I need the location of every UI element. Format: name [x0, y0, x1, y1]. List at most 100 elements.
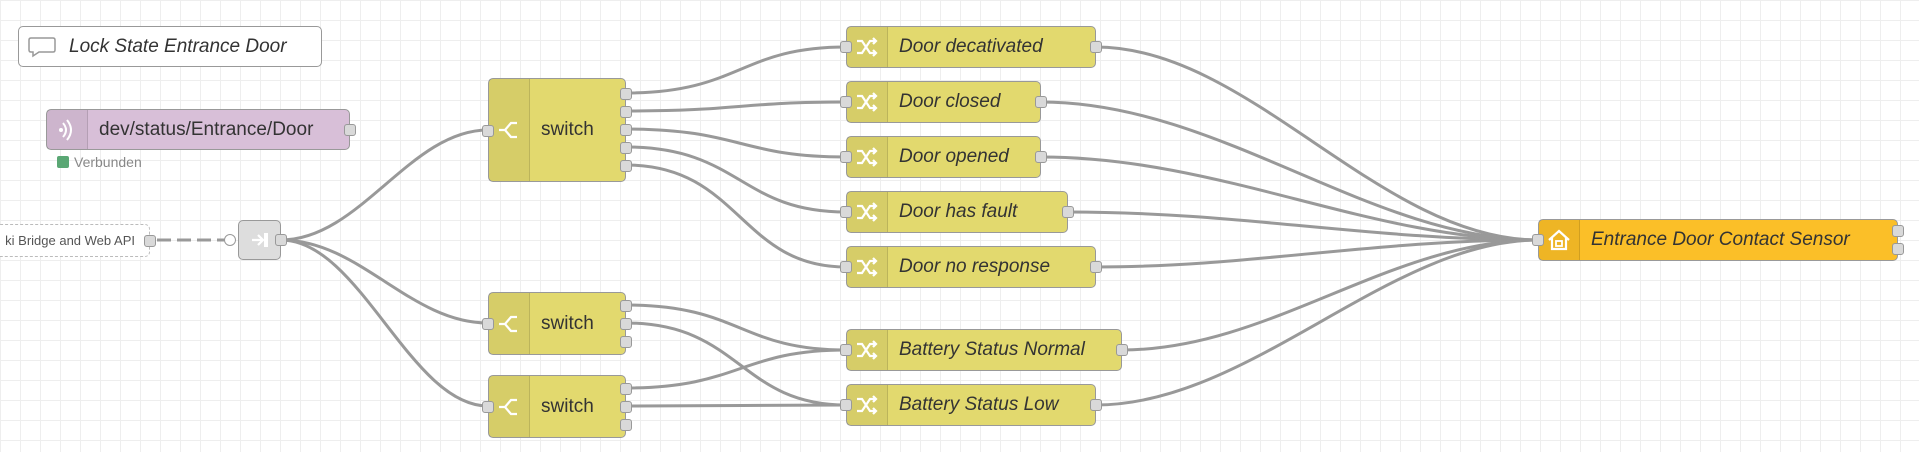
link-out-output-port[interactable] — [275, 234, 287, 246]
switch-label: switch — [541, 395, 594, 417]
change-node-battery-normal[interactable]: Battery Status Normal — [840, 329, 1128, 371]
wire-opened-homekit[interactable] — [1040, 155, 1539, 242]
wire-no-response-homekit[interactable] — [1095, 238, 1539, 269]
switch-input-port[interactable] — [482, 318, 494, 330]
change-input-port[interactable] — [840, 261, 852, 273]
switch-output-port-3[interactable] — [620, 124, 632, 136]
shuffle-icon — [847, 137, 888, 177]
link-in-node[interactable]: ki Bridge and Web API — [0, 224, 156, 257]
shuffle-icon — [847, 385, 888, 425]
switch-label: switch — [541, 312, 594, 334]
comment-node[interactable]: Lock State Entrance Door — [18, 26, 322, 67]
wire-link-to-switch-2[interactable] — [280, 238, 489, 325]
link-in-label: ki Bridge and Web API — [5, 233, 135, 248]
homekit-output-port-1[interactable] — [1892, 225, 1904, 237]
mqtt-status: Verbunden — [57, 154, 142, 170]
switch-icon — [489, 376, 530, 437]
link-out-input-port[interactable] — [224, 234, 236, 246]
comment-icon — [27, 27, 57, 66]
link-in-output-port[interactable] — [144, 235, 156, 247]
change-output-port[interactable] — [1116, 344, 1128, 356]
status-dot — [57, 156, 69, 168]
homekit-label: Entrance Door Contact Sensor — [1591, 229, 1850, 250]
switch-input-port[interactable] — [482, 125, 494, 137]
change-input-port[interactable] — [840, 206, 852, 218]
wire-closed-homekit[interactable] — [1040, 100, 1539, 242]
link-out-icon — [239, 221, 280, 259]
switch-node-1[interactable]: switch — [482, 78, 632, 182]
switch-label: switch — [541, 119, 594, 140]
change-node-battery-low[interactable]: Battery Status Low — [840, 384, 1102, 426]
change-input-port[interactable] — [840, 151, 852, 163]
change-label: Battery Status Low — [899, 394, 1059, 415]
wire-link-to-switch-3[interactable] — [280, 238, 489, 408]
wire-sw1-door-no-response[interactable] — [625, 163, 847, 269]
change-node-door-opened[interactable]: Door opened — [840, 136, 1047, 178]
wire-sw3-battery-normal[interactable] — [625, 348, 847, 390]
change-output-port[interactable] — [1035, 151, 1047, 163]
homekit-input-port[interactable] — [1532, 234, 1544, 246]
change-node-door-no-response[interactable]: Door no response — [840, 246, 1102, 288]
switch-output-port-5[interactable] — [620, 160, 632, 172]
switch-output-port-2[interactable] — [620, 318, 632, 330]
change-node-door-closed[interactable]: Door closed — [840, 81, 1047, 123]
switch-output-port-1[interactable] — [620, 300, 632, 312]
switch-output-port-2[interactable] — [620, 401, 632, 413]
change-output-port[interactable] — [1035, 96, 1047, 108]
wire-sw3-battery-low[interactable] — [625, 403, 847, 408]
shuffle-icon — [847, 27, 888, 67]
comment-label: Lock State Entrance Door — [69, 35, 287, 57]
shuffle-icon — [847, 330, 888, 370]
mqtt-in-label: dev/status/Entrance/Door — [99, 118, 314, 140]
wire-decativated-homekit[interactable] — [1095, 45, 1539, 242]
link-out-node[interactable] — [238, 220, 287, 260]
homekit-node[interactable]: Entrance Door Contact Sensor — [1532, 219, 1904, 261]
switch-output-port-4[interactable] — [620, 142, 632, 154]
change-output-port[interactable] — [1090, 261, 1102, 273]
change-node-door-fault[interactable]: Door has fault — [840, 191, 1074, 233]
homekit-output-port-2[interactable] — [1892, 243, 1904, 255]
shuffle-icon — [847, 247, 888, 287]
home-icon — [1539, 220, 1580, 260]
wire-battery-normal-homekit[interactable] — [1121, 238, 1539, 352]
change-output-port[interactable] — [1090, 399, 1102, 411]
change-label: Battery Status Normal — [899, 339, 1085, 360]
wire-sw1-door-opened[interactable] — [625, 127, 847, 159]
switch-output-port-3[interactable] — [620, 336, 632, 348]
wire-battery-low-homekit[interactable] — [1095, 238, 1539, 407]
mqtt-in-output-port[interactable] — [344, 124, 356, 136]
change-input-port[interactable] — [840, 344, 852, 356]
switch-icon — [489, 293, 530, 354]
change-output-port[interactable] — [1090, 41, 1102, 53]
change-output-port[interactable] — [1062, 206, 1074, 218]
wire-link-to-switch-1[interactable] — [280, 128, 489, 242]
mqtt-in-node[interactable]: dev/status/Entrance/Door — [46, 109, 356, 150]
mqtt-in-icon — [47, 110, 88, 149]
wire-sw1-door-fault[interactable] — [625, 145, 847, 214]
change-label: Door closed — [899, 91, 1001, 112]
change-input-port[interactable] — [840, 96, 852, 108]
change-label: Door opened — [899, 146, 1009, 167]
switch-output-port-1[interactable] — [620, 383, 632, 395]
switch-output-port-2[interactable] — [620, 106, 632, 118]
wire-sw2-battery-normal[interactable] — [625, 303, 847, 352]
change-label: Door no response — [899, 256, 1051, 277]
shuffle-icon — [847, 192, 888, 232]
wire-sw1-door-decativated[interactable] — [625, 45, 847, 95]
switch-output-port-1[interactable] — [620, 88, 632, 100]
switch-input-port[interactable] — [482, 401, 494, 413]
wire-fault-homekit[interactable] — [1067, 210, 1539, 242]
switch-node-3[interactable]: switch — [482, 375, 632, 438]
change-input-port[interactable] — [840, 399, 852, 411]
switch-node-2[interactable]: switch — [482, 292, 632, 355]
wire-sw1-door-closed[interactable] — [625, 100, 847, 113]
switch-output-port-3[interactable] — [620, 419, 632, 431]
change-node-door-decativated[interactable]: Door decativated — [840, 26, 1102, 68]
change-input-port[interactable] — [840, 41, 852, 53]
shuffle-icon — [847, 82, 888, 122]
wire-sw2-battery-low[interactable] — [625, 321, 847, 407]
status-text: Verbunden — [74, 154, 142, 170]
switch-icon — [489, 79, 530, 181]
change-label: Door has fault — [899, 201, 1018, 222]
